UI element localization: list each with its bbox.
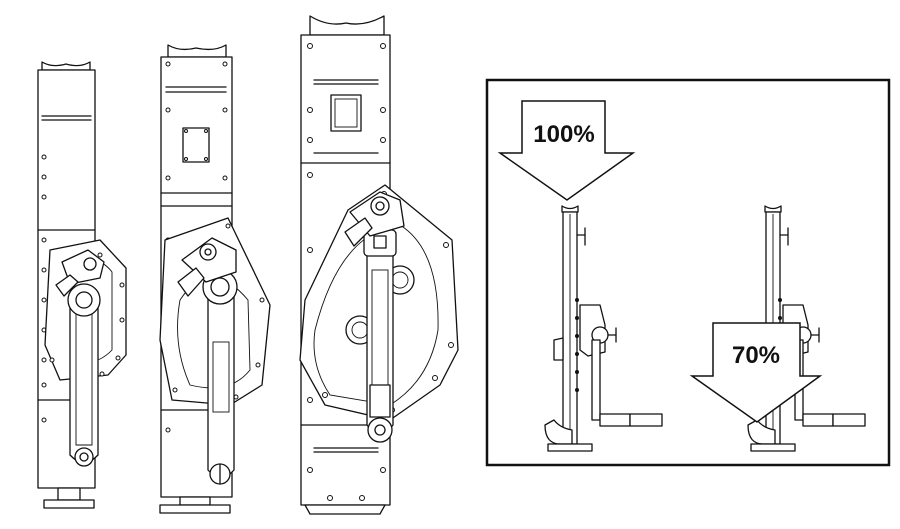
top-load-jack bbox=[544, 205, 663, 452]
toe-load-label: 70% bbox=[732, 342, 780, 369]
load-capacity-diagram: 100% 70% bbox=[485, 78, 891, 467]
top-load-label: 100% bbox=[533, 121, 594, 148]
small-rack-jack bbox=[37, 61, 127, 509]
top-load-arrow: 100% bbox=[497, 100, 636, 201]
large-rack-jack bbox=[299, 15, 459, 515]
medium-rack-jack bbox=[159, 44, 271, 514]
toe-load-arrow: 70% bbox=[689, 322, 823, 423]
